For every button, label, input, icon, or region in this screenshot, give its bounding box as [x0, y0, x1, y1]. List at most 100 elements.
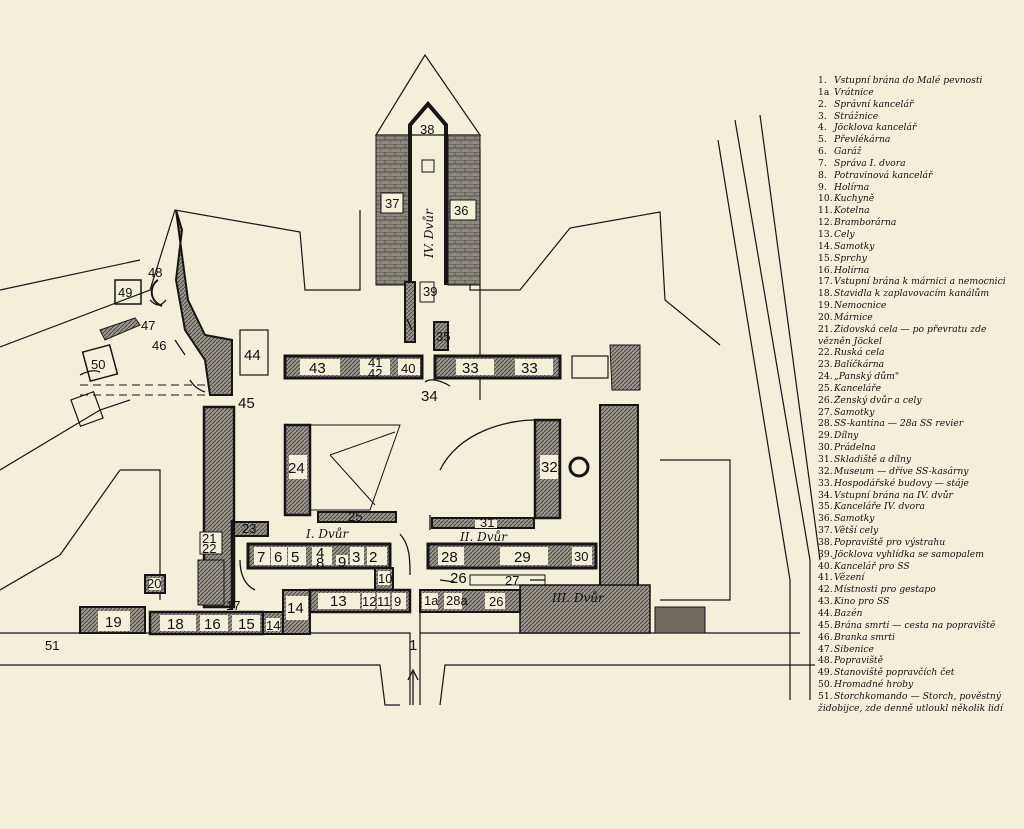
legend-number: 33.	[818, 477, 833, 489]
legend-number: 10.	[818, 193, 833, 205]
legend-item: 20.Márnice	[818, 312, 1018, 324]
map-number: 38	[420, 122, 434, 137]
legend-text: Popraviště pro výstrahu	[834, 536, 946, 548]
map-number: 43	[309, 360, 326, 377]
legend-text: Jöcklova kancelář	[834, 122, 917, 134]
legend-text: Kotelna	[834, 205, 870, 217]
map-number: 13	[330, 593, 347, 610]
route-arrows	[79, 299, 545, 705]
map-number: 19	[105, 614, 122, 631]
legend-text: Dílny	[834, 430, 859, 442]
map-number: 14	[287, 600, 304, 617]
legend-number: 18.	[818, 288, 833, 300]
legend-item: 50.Hromadné hroby	[818, 679, 1018, 691]
legend-number: 6.	[818, 146, 827, 158]
legend-text: Bramborárna	[834, 217, 897, 229]
execution-area	[70, 209, 269, 428]
legend-text: Kancelář pro SS	[834, 560, 910, 572]
map-number: 16	[204, 616, 221, 633]
legend-number: 39.	[818, 548, 833, 560]
legend-text: Ruská cela	[834, 347, 885, 359]
legend-item: 48.Popraviště	[818, 655, 1018, 667]
legend-item: 44.Bazén	[818, 608, 1018, 620]
map-number: 23	[242, 521, 256, 536]
courtyard-iv-label: IV. Dvůr	[421, 208, 436, 259]
legend-item: 17.Vstupní brána k márnici a nemocnici	[818, 276, 1018, 288]
map-number: 4	[316, 545, 324, 562]
legend-number: 32.	[818, 465, 833, 477]
legend-item: 13.Cely	[818, 229, 1018, 241]
legend-item: 23.Balíčkárna	[818, 359, 1018, 371]
legend-number: 38.	[818, 536, 833, 548]
map-number: 51	[45, 638, 59, 653]
legend-text: Vrátnice	[834, 86, 874, 98]
legend-text: Převlékárna	[834, 134, 891, 146]
legend-number: 47.	[818, 643, 833, 655]
legend-item: 46.Branka smrti	[818, 632, 1018, 644]
legend-number: 44.	[818, 607, 833, 619]
legend-item: 31.Skladiště a dílny	[818, 454, 1018, 466]
legend-text: SS-kantina — 28a SS revier	[834, 418, 964, 430]
legend-text: Márnice	[834, 311, 873, 323]
courtyard-iii-label: III. Dvůr	[551, 590, 605, 605]
legend-item: 10.Kuchyně	[818, 193, 1018, 205]
legend-number: 24.	[818, 371, 833, 383]
legend-item: 47.Šibenice	[818, 644, 1018, 656]
legend-item: 32.Museum — dříve SS-kasárny	[818, 466, 1018, 478]
legend-item: 51.Storchkomando — Storch, pověstný žido…	[818, 691, 1018, 715]
legend-item: 3.Strážnice	[818, 111, 1018, 123]
legend-item: 1.Vstupní brána do Malé pevnosti	[818, 75, 1018, 87]
legend-number: 4.	[818, 122, 827, 134]
map-number: 27	[505, 573, 519, 588]
legend-text: Balíčkárna	[834, 359, 885, 371]
legend-item: 19.Nemocnice	[818, 300, 1018, 312]
legend-text: Kanceláře	[834, 382, 882, 394]
map-number: 26	[489, 594, 503, 609]
legend-item: 1a Vrátnice	[818, 87, 1018, 99]
legend-item: 42.Místnosti pro gestapo	[818, 584, 1018, 596]
legend-number: 46.	[818, 631, 833, 643]
legend-item: 6.Garáž	[818, 146, 1018, 158]
legend-item: 41.Vězení	[818, 572, 1018, 584]
legend-text: Holírna	[834, 181, 870, 193]
courtyard-ii-iii	[419, 404, 706, 634]
map-number: 42	[368, 366, 382, 381]
courtyard-iv-spike	[374, 53, 482, 351]
legend-item: 38.Popraviště pro výstrahu	[818, 537, 1018, 549]
legend-item: 45.Brána smrti — cesta na popraviště	[818, 620, 1018, 632]
legend-text: Storchkomando — Storch, pověstný židobij…	[818, 690, 1003, 714]
map-number: 34	[421, 388, 438, 405]
legend-number: 26.	[818, 394, 833, 406]
legend-item: 27.Samotky	[818, 407, 1018, 419]
map-number: 2	[369, 549, 377, 566]
legend-number: 5.	[818, 134, 827, 146]
legend-number: 1a	[818, 86, 830, 98]
legend-number: 3.	[818, 110, 827, 122]
legend-text: Popraviště	[834, 655, 884, 667]
legend-text: Bazén	[834, 607, 863, 619]
legend-number: 14.	[818, 240, 833, 252]
legend-number: 28.	[818, 418, 833, 430]
legend-text: Samotky	[834, 240, 875, 252]
legend-number: 40.	[818, 560, 833, 572]
legend-text: Holírna	[834, 264, 870, 276]
legend-item: 39.Jöcklova vyhlídka se samopalem	[818, 549, 1018, 561]
map-number: 18	[167, 616, 184, 633]
legend-text: Vstupní brána na IV. dvůr	[834, 489, 953, 501]
map-number: 6	[274, 549, 282, 566]
map-number: 41	[368, 355, 382, 370]
legend-text: Stanoviště popravčích čet	[834, 667, 955, 679]
map-number: 26	[450, 570, 467, 587]
map-number: 33	[462, 360, 479, 377]
map-number: 17	[226, 598, 240, 613]
legend-number: 29.	[818, 430, 833, 442]
legend-number: 35.	[818, 501, 833, 513]
map-number: 5	[291, 549, 299, 566]
legend-text: Hospodářské budovy — stáje	[834, 477, 969, 489]
map-number: 49	[118, 285, 132, 300]
legend-number: 31.	[818, 454, 833, 465]
legend-item: 36.Samotky	[818, 513, 1018, 525]
map-number: 1	[409, 637, 417, 654]
